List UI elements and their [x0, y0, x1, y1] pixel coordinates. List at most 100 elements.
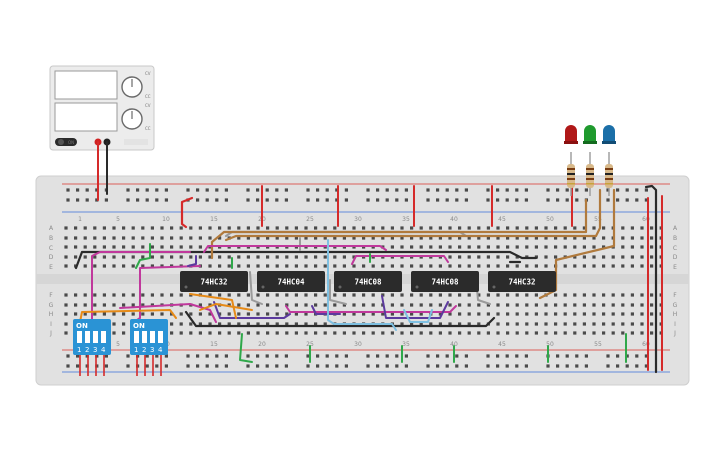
breadboard-hole[interactable]: [141, 245, 145, 249]
breadboard-hole[interactable]: [625, 354, 629, 358]
breadboard-hole[interactable]: [266, 312, 270, 316]
breadboard-hole[interactable]: [554, 245, 558, 249]
breadboard-hole[interactable]: [592, 255, 596, 259]
breadboard-hole[interactable]: [515, 255, 519, 259]
breadboard-hole[interactable]: [294, 293, 298, 297]
dip-switch[interactable]: ON 1 2 3 4: [73, 319, 111, 376]
breadboard-hole[interactable]: [333, 236, 337, 240]
breadboard-hole[interactable]: [93, 245, 97, 249]
breadboard-hole[interactable]: [438, 293, 442, 297]
breadboard-hole[interactable]: [455, 364, 459, 368]
breadboard-hole[interactable]: [150, 293, 154, 297]
breadboard-hole[interactable]: [83, 303, 87, 307]
breadboard-hole[interactable]: [525, 293, 529, 297]
breadboard-hole[interactable]: [323, 322, 327, 326]
breadboard-hole[interactable]: [534, 331, 538, 335]
breadboard-hole[interactable]: [630, 331, 634, 335]
breadboard-hole[interactable]: [602, 236, 606, 240]
breadboard-hole[interactable]: [563, 322, 567, 326]
resistor[interactable]: [605, 152, 613, 196]
breadboard-hole[interactable]: [506, 322, 510, 326]
breadboard-hole[interactable]: [650, 293, 654, 297]
breadboard-hole[interactable]: [575, 354, 579, 358]
breadboard-hole[interactable]: [477, 245, 481, 249]
breadboard-hole[interactable]: [342, 303, 346, 307]
breadboard-hole[interactable]: [275, 331, 279, 335]
breadboard-hole[interactable]: [419, 303, 423, 307]
breadboard-hole[interactable]: [458, 293, 462, 297]
breadboard-hole[interactable]: [246, 236, 250, 240]
breadboard-hole[interactable]: [534, 322, 538, 326]
breadboard-hole[interactable]: [294, 312, 298, 316]
breadboard-hole[interactable]: [344, 364, 348, 368]
breadboard-hole[interactable]: [426, 354, 430, 358]
breadboard-hole[interactable]: [592, 322, 596, 326]
breadboard-hole[interactable]: [160, 226, 164, 230]
breadboard-hole[interactable]: [160, 255, 164, 259]
breadboard-hole[interactable]: [323, 264, 327, 268]
breadboard-hole[interactable]: [186, 364, 190, 368]
breadboard-hole[interactable]: [573, 322, 577, 326]
breadboard-hole[interactable]: [198, 322, 202, 326]
breadboard-hole[interactable]: [582, 226, 586, 230]
power-supply[interactable]: CV CC CV CC ON: [49, 65, 155, 151]
breadboard-hole[interactable]: [640, 312, 644, 316]
breadboard-hole[interactable]: [404, 188, 408, 192]
breadboard-hole[interactable]: [554, 331, 558, 335]
breadboard-hole[interactable]: [95, 188, 99, 192]
breadboard-hole[interactable]: [64, 312, 68, 316]
breadboard-hole[interactable]: [344, 354, 348, 358]
breadboard-hole[interactable]: [554, 293, 558, 297]
breadboard-hole[interactable]: [76, 364, 80, 368]
breadboard-hole[interactable]: [189, 312, 193, 316]
breadboard-hole[interactable]: [314, 255, 318, 259]
breadboard-hole[interactable]: [515, 312, 519, 316]
breadboard-hole[interactable]: [362, 236, 366, 240]
breadboard-hole[interactable]: [256, 354, 260, 358]
breadboard-hole[interactable]: [582, 264, 586, 268]
breadboard-hole[interactable]: [650, 312, 654, 316]
breadboard-hole[interactable]: [573, 264, 577, 268]
breadboard-hole[interactable]: [458, 312, 462, 316]
breadboard-hole[interactable]: [467, 245, 471, 249]
breadboard-hole[interactable]: [66, 188, 70, 192]
breadboard-hole[interactable]: [95, 198, 99, 202]
breadboard-hole[interactable]: [376, 354, 380, 358]
breadboard-hole[interactable]: [515, 264, 519, 268]
breadboard-hole[interactable]: [64, 255, 68, 259]
breadboard-hole[interactable]: [112, 331, 116, 335]
breadboard-hole[interactable]: [333, 255, 337, 259]
breadboard-hole[interactable]: [362, 264, 366, 268]
breadboard-hole[interactable]: [275, 264, 279, 268]
breadboard-hole[interactable]: [122, 255, 126, 259]
breadboard-hole[interactable]: [544, 312, 548, 316]
breadboard-hole[interactable]: [486, 331, 490, 335]
breadboard-hole[interactable]: [112, 245, 116, 249]
breadboard-hole[interactable]: [314, 293, 318, 297]
breadboard-hole[interactable]: [294, 236, 298, 240]
breadboard-hole[interactable]: [227, 226, 231, 230]
breadboard-hole[interactable]: [592, 226, 596, 230]
breadboard-hole[interactable]: [126, 188, 130, 192]
breadboard-hole[interactable]: [477, 255, 481, 259]
breadboard-hole[interactable]: [208, 312, 212, 316]
breadboard-hole[interactable]: [352, 293, 356, 297]
breadboard-hole[interactable]: [126, 198, 130, 202]
breadboard-hole[interactable]: [246, 293, 250, 297]
breadboard-hole[interactable]: [208, 293, 212, 297]
breadboard-hole[interactable]: [266, 322, 270, 326]
breadboard-hole[interactable]: [445, 198, 449, 202]
breadboard-hole[interactable]: [445, 188, 449, 192]
breadboard-hole[interactable]: [335, 198, 339, 202]
breadboard-hole[interactable]: [496, 293, 500, 297]
breadboard-hole[interactable]: [477, 236, 481, 240]
breadboard-hole[interactable]: [83, 255, 87, 259]
breadboard-hole[interactable]: [635, 354, 639, 358]
breadboard-hole[interactable]: [436, 188, 440, 192]
breadboard-hole[interactable]: [362, 331, 366, 335]
breadboard-hole[interactable]: [256, 198, 260, 202]
breadboard-hole[interactable]: [640, 322, 644, 326]
breadboard-hole[interactable]: [150, 226, 154, 230]
breadboard-hole[interactable]: [126, 364, 130, 368]
breadboard-hole[interactable]: [410, 236, 414, 240]
